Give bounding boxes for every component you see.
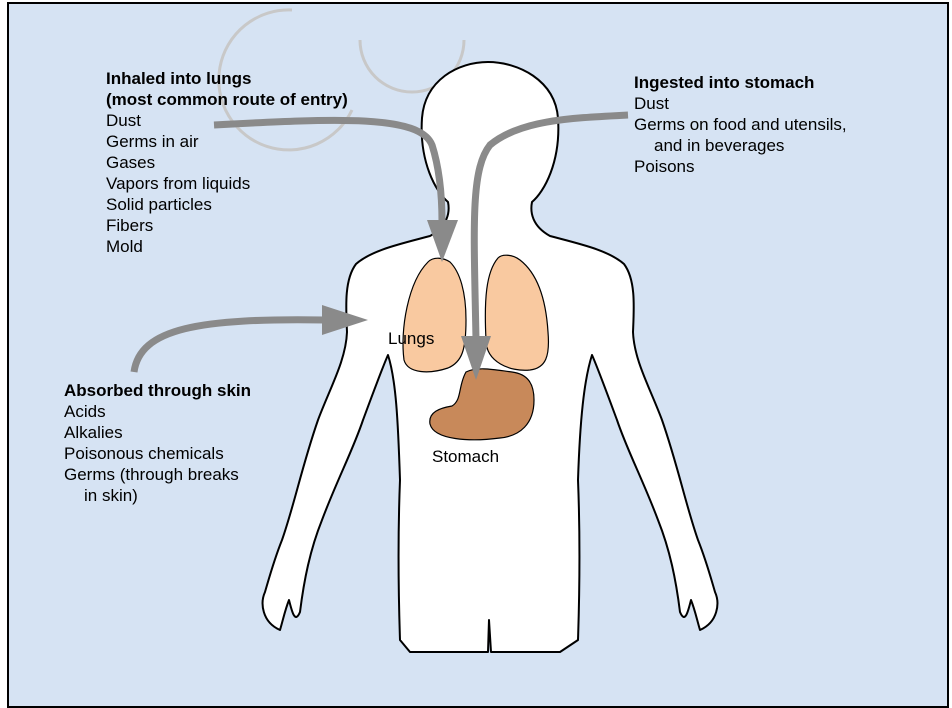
absorbed-group: Absorbed through skin Acids Alkalies Poi… — [64, 380, 251, 506]
inhaled-item: Fibers — [106, 215, 348, 236]
absorbed-item: Acids — [64, 401, 251, 422]
absorbed-item: Poisonous chemicals — [64, 443, 251, 464]
inhaled-item: Gases — [106, 152, 348, 173]
absorbed-item: Alkalies — [64, 422, 251, 443]
ingested-group: Ingested into stomach Dust Germs on food… — [634, 72, 847, 177]
lungs-label: Lungs — [388, 329, 434, 349]
inhaled-subtitle: (most common route of entry) — [106, 89, 348, 110]
absorbed-item: in skin) — [64, 485, 251, 506]
ingested-item: Germs on food and utensils, — [634, 114, 847, 135]
absorbed-title: Absorbed through skin — [64, 380, 251, 401]
absorbed-item: Germs (through breaks — [64, 464, 251, 485]
ingested-item: and in beverages — [634, 135, 847, 156]
stomach-label: Stomach — [432, 447, 499, 467]
inhaled-item: Germs in air — [106, 131, 348, 152]
ingested-title: Ingested into stomach — [634, 72, 847, 93]
inhaled-item: Vapors from liquids — [106, 173, 348, 194]
inhaled-group: Inhaled into lungs (most common route of… — [106, 68, 348, 257]
ingested-item: Poisons — [634, 156, 847, 177]
inhaled-item: Dust — [106, 110, 348, 131]
inhaled-title: Inhaled into lungs — [106, 68, 348, 89]
inhaled-item: Solid particles — [106, 194, 348, 215]
inhaled-item: Mold — [106, 236, 348, 257]
ingested-item: Dust — [634, 93, 847, 114]
